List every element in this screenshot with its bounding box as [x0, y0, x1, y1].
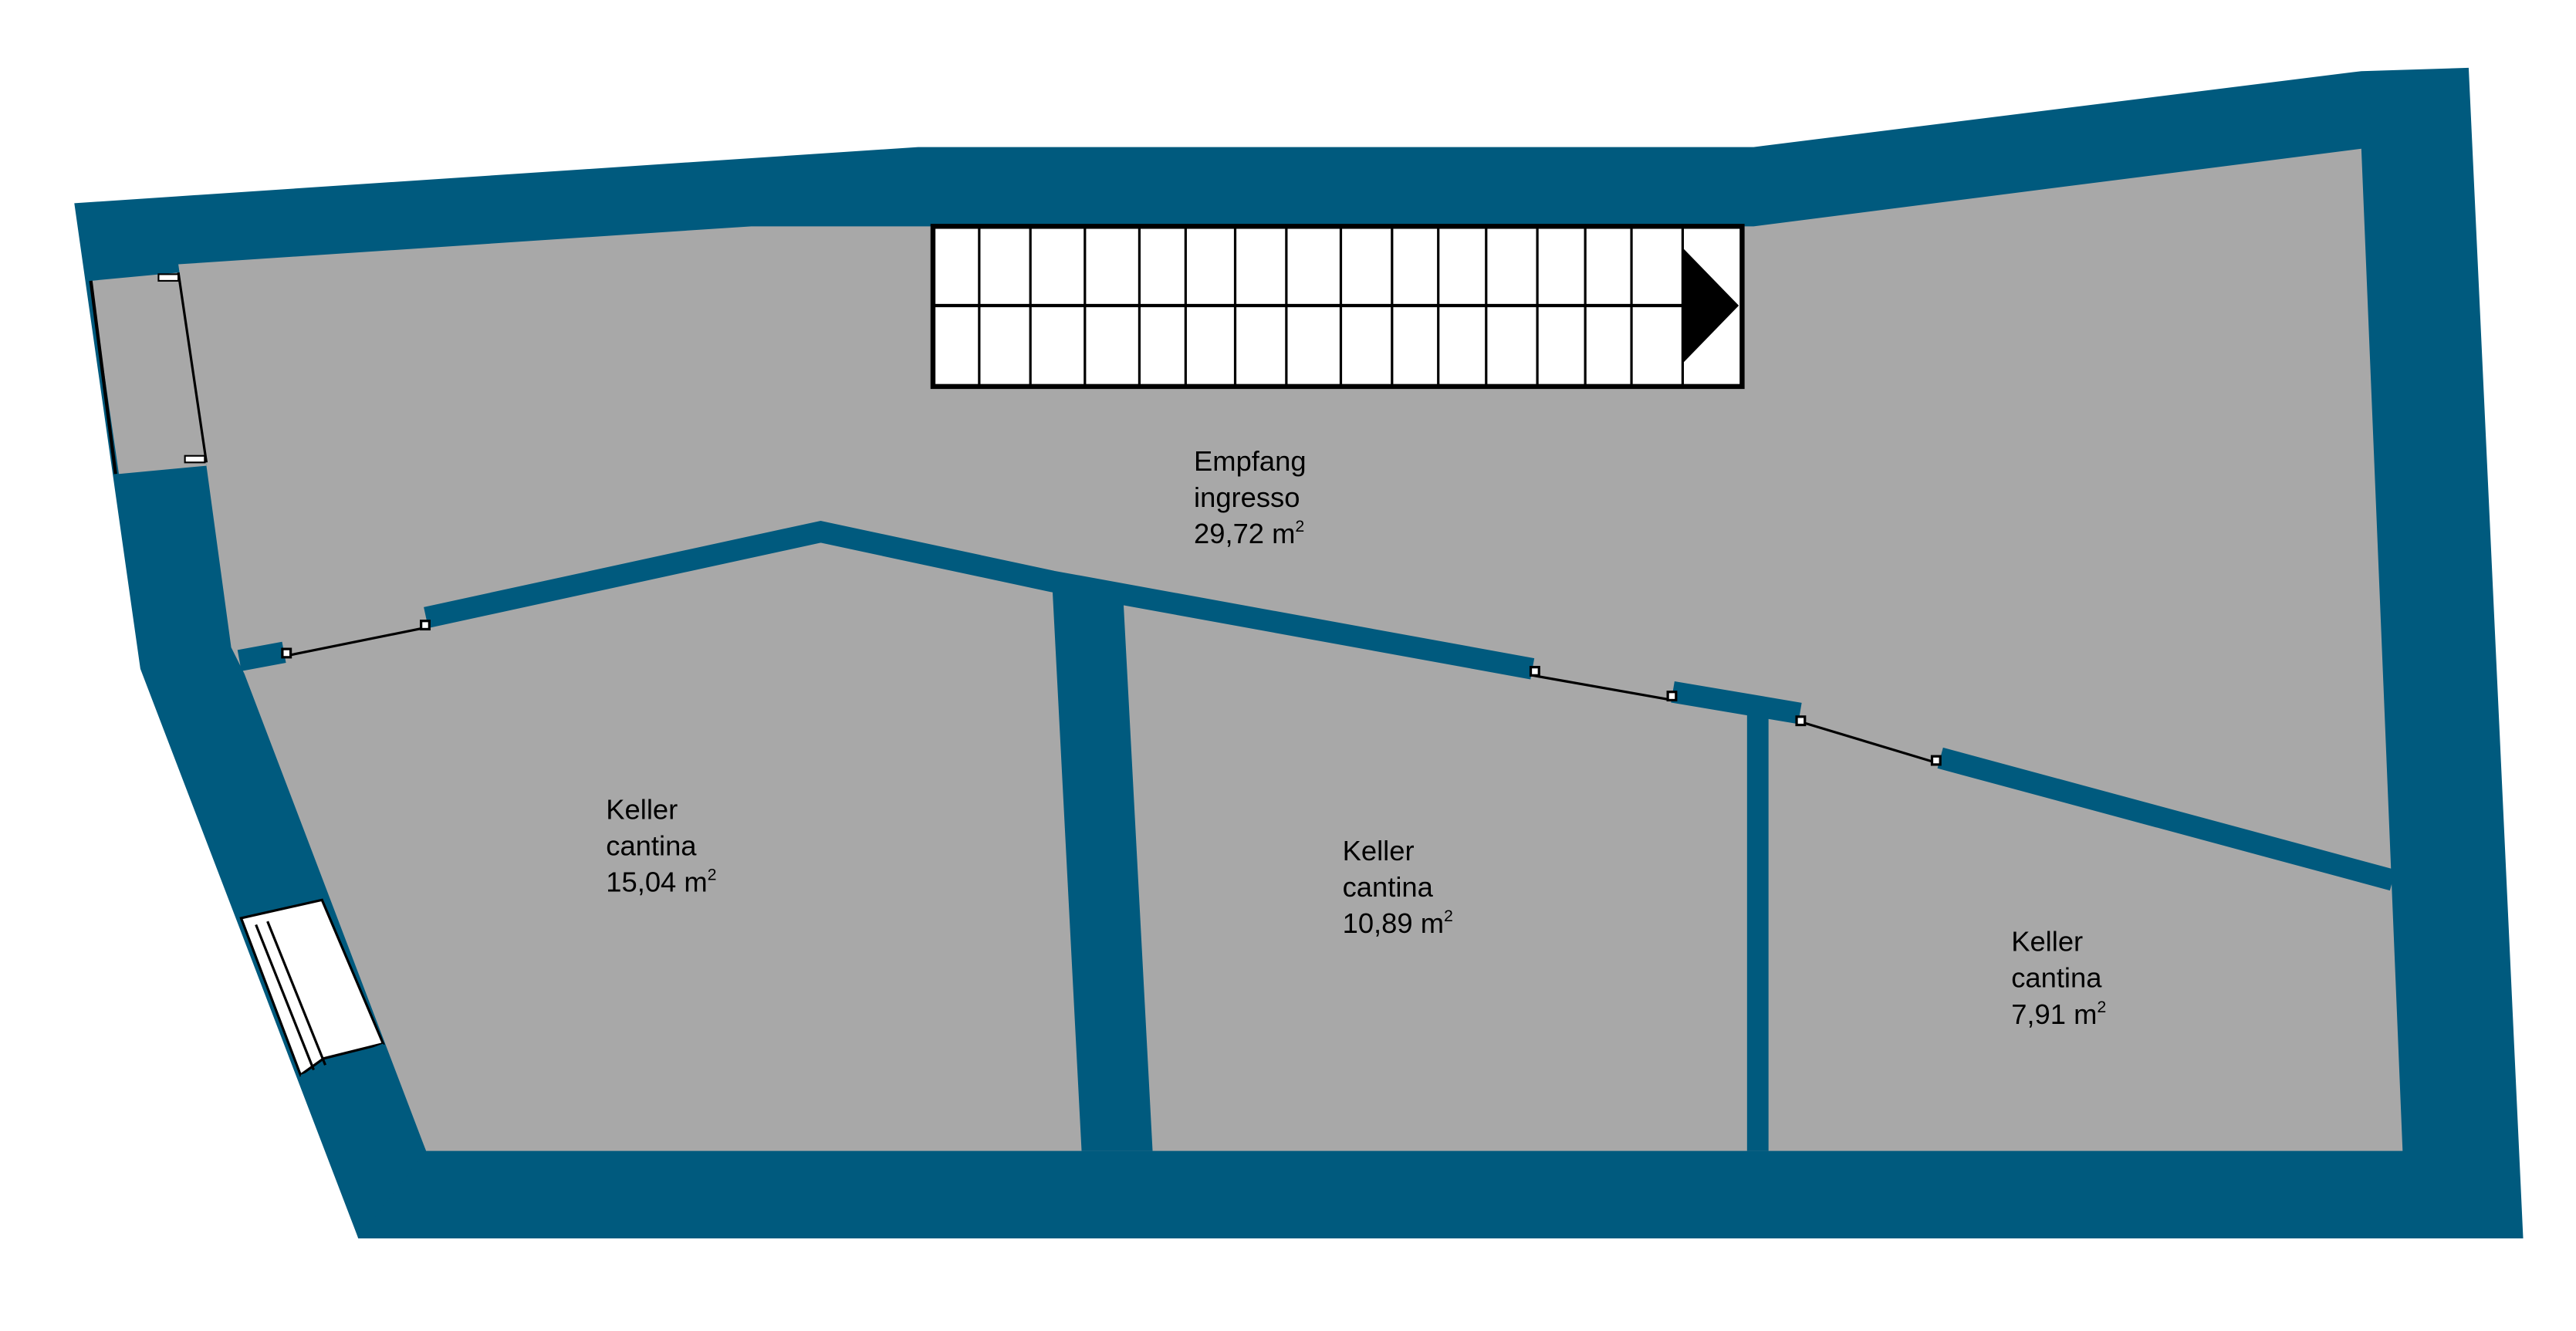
room-name-it: cantina	[2011, 962, 2102, 994]
room-name-de: Keller	[606, 793, 678, 825]
room-name-de: Keller	[1343, 835, 1415, 867]
room-name-it: cantina	[1343, 871, 1434, 903]
room-label-empfang: Empfang ingresso 29,72 m2	[1194, 445, 1307, 549]
floor-area	[178, 148, 2403, 1151]
room-area: 7,91 m2	[2011, 998, 2106, 1030]
room-label-keller-3: Keller cantina 7,91 m2	[2011, 926, 2106, 1030]
doors	[281, 620, 1942, 766]
left-alcove	[90, 272, 207, 475]
room-name-it: ingresso	[1194, 481, 1300, 513]
room-name-de: Empfang	[1194, 445, 1307, 477]
stair-direction-arrow-icon	[1682, 248, 1739, 363]
room-area: 29,72 m2	[1194, 517, 1304, 549]
room-label-keller-1: Keller cantina 15,04 m2	[606, 793, 716, 897]
room-name-it: cantina	[606, 830, 697, 862]
interior-walls	[237, 520, 2396, 891]
staircase	[930, 224, 1745, 390]
room-label-keller-2: Keller cantina 10,89 m2	[1343, 835, 1453, 939]
room-area: 15,04 m2	[606, 866, 716, 898]
room-area: 10,89 m2	[1343, 907, 1453, 939]
room-name-de: Keller	[2011, 926, 2083, 958]
